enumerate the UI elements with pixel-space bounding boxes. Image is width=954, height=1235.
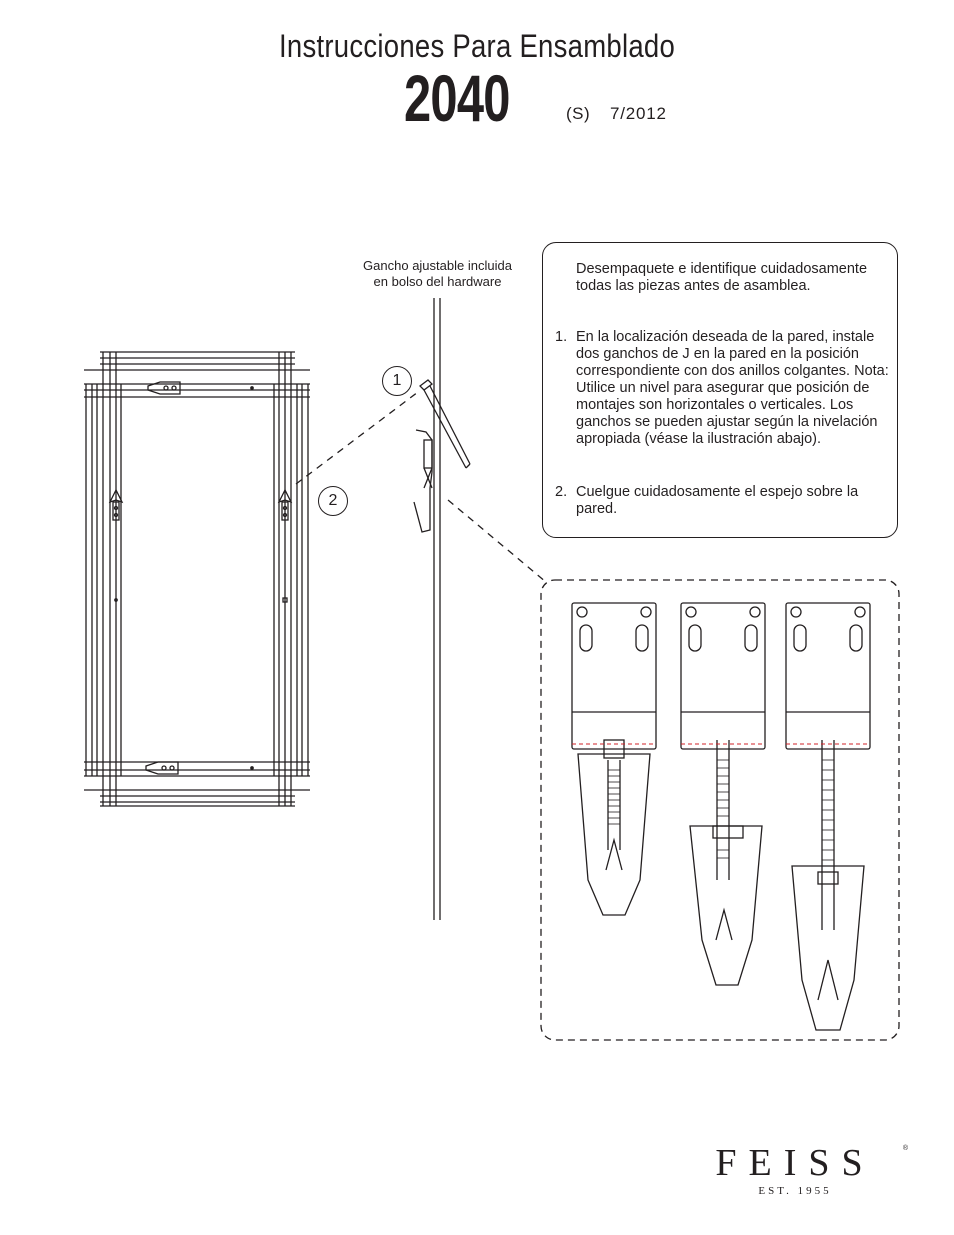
instructions-box: Desempaquete e identifique cuidadosament…	[542, 242, 898, 538]
feiss-logo: FEISS ® EST. 1955	[680, 1143, 910, 1197]
mirror-frame	[84, 351, 310, 807]
language-code: (S)	[566, 104, 591, 123]
hook-detail-3	[785, 602, 871, 1031]
step1-text: En la localización deseada de la pared, …	[576, 329, 889, 447]
model-number: 2040	[404, 61, 510, 135]
hook-detail-2	[680, 602, 766, 986]
logo-wordmark: FEISS	[715, 1142, 875, 1184]
logo-registered-mark: ®	[902, 1145, 908, 1152]
instructions-intro: Desempaquete e identifique cuidadosament…	[576, 261, 868, 294]
step-callout-2: 2	[318, 486, 348, 516]
hook-detail-box	[540, 579, 900, 1041]
document-title: Instrucciones Para Ensamblado	[278, 28, 676, 64]
step1-number: 1.	[555, 329, 568, 345]
step2-text: Cuelgue cuidadosamente el espejo sobre l…	[576, 484, 859, 517]
hardware-label-line2: en bolso del hardware	[373, 274, 502, 289]
step-callout-1: 1	[382, 366, 412, 396]
hardware-label-line1: Gancho ajustable incluida	[363, 258, 512, 273]
logo-established: EST. 1955	[758, 1185, 832, 1197]
wall-profile	[413, 298, 471, 920]
step2-number: 2.	[555, 484, 568, 500]
hook-detail-1	[571, 602, 657, 916]
revision-date: 7/2012	[610, 104, 667, 123]
hardware-label: Gancho ajustable incluida en bolso del h…	[345, 258, 530, 290]
